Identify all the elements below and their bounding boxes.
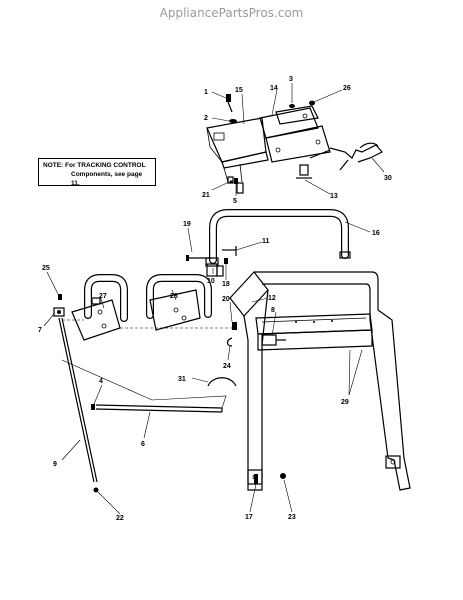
pivot-7 — [53, 294, 65, 317]
callout-25: 25 — [42, 265, 50, 272]
callout-29: 29 — [341, 399, 349, 406]
hand-grip-28 — [146, 274, 212, 331]
callout-6: 6 — [141, 441, 145, 448]
callout-19: 19 — [183, 221, 191, 228]
nut-23 — [280, 473, 286, 479]
callout-24: 24 — [223, 363, 231, 370]
callout-5: 5 — [233, 198, 237, 205]
callout-31: 31 — [178, 376, 186, 383]
callout-27: 27 — [99, 293, 107, 300]
callout-7: 7 — [38, 327, 42, 334]
callout-3: 3 — [289, 76, 293, 83]
callout-28: 28 — [170, 293, 178, 300]
callout-21: 21 — [202, 192, 210, 199]
note-line-1: NOTE: For TRACKING CONTROL — [43, 162, 146, 169]
hand-grip-27 — [71, 274, 128, 341]
callout-11: 11 — [262, 238, 270, 245]
cable-31 — [207, 377, 237, 387]
callout-22: 22 — [116, 515, 124, 522]
callout-14: 14 — [270, 85, 278, 92]
callout-30: 30 — [384, 175, 392, 182]
callout-15: 15 — [235, 87, 243, 94]
callout-numbers: 1 2 3 4 5 6 7 8 9 10 11 12 13 14 15 16 1… — [38, 76, 392, 522]
callout-18: 18 — [222, 281, 230, 288]
callout-17: 17 — [245, 514, 253, 521]
control-bracket-assembly — [206, 94, 383, 194]
rod-6 — [61, 359, 227, 413]
callout-12: 12 — [268, 295, 276, 302]
callout-16: 16 — [372, 230, 380, 237]
callout-10: 10 — [207, 278, 215, 285]
watermark: AppliancePartsPros.com — [159, 6, 304, 20]
callout-26: 26 — [343, 85, 351, 92]
callout-8: 8 — [271, 307, 275, 314]
callout-1: 1 — [204, 89, 208, 96]
rod-9 — [58, 317, 99, 493]
callout-9: 9 — [53, 461, 57, 468]
callout-2: 2 — [204, 115, 208, 122]
callout-13: 13 — [330, 193, 338, 200]
note-line-2: Components, see page 11. — [71, 171, 143, 187]
leader-lines — [43, 83, 385, 515]
callout-20: 20 — [222, 296, 230, 303]
bolt-17 — [254, 474, 258, 484]
callout-23: 23 — [288, 514, 296, 521]
upper-handle — [186, 209, 351, 277]
callout-4: 4 — [99, 378, 103, 385]
tracking-control-note: NOTE: For TRACKING CONTROL Components, s… — [38, 158, 156, 187]
lower-handle — [226, 271, 411, 491]
